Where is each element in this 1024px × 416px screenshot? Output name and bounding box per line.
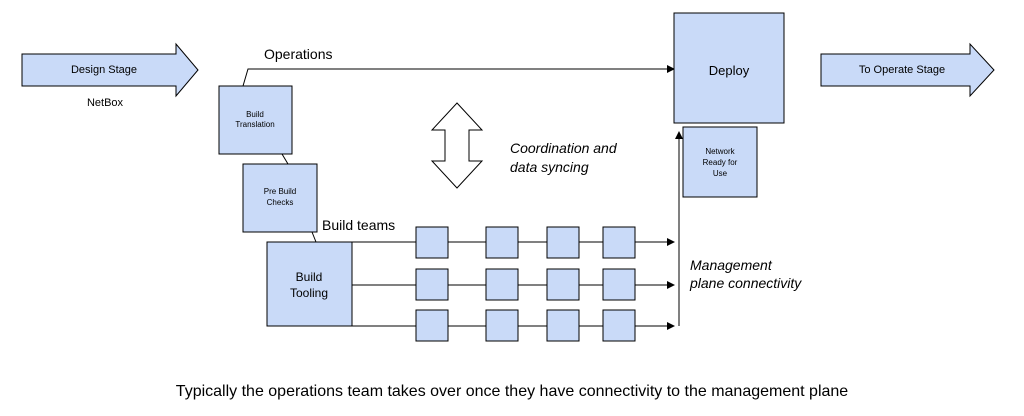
netbox-label: NetBox — [87, 97, 124, 109]
operations-line — [242, 65, 675, 87]
pipeline-row — [352, 226, 675, 259]
pipeline-box — [546, 268, 580, 301]
build-translation-box: Build Translation — [218, 85, 293, 155]
design-stage-label: Design Stage — [71, 64, 137, 76]
operations-label: Operations — [264, 46, 332, 62]
pipeline-row — [352, 309, 675, 342]
pipeline-box — [485, 309, 519, 342]
management-label: plane connectivity — [689, 275, 802, 291]
svg-text:Build: Build — [296, 270, 323, 284]
svg-text:Deploy: Deploy — [709, 63, 750, 78]
coordination-label: Coordination and — [510, 140, 618, 156]
connector-line — [281, 153, 289, 165]
pipeline-box — [485, 268, 519, 301]
connector-line — [311, 231, 317, 243]
to-operate-stage-label: To Operate Stage — [859, 64, 945, 76]
build-tooling-box: Build Tooling — [266, 241, 353, 327]
network-ready-box: Network Ready for Use — [682, 126, 758, 198]
pipeline-box — [602, 268, 636, 301]
caption: Typically the operations team takes over… — [176, 383, 848, 400]
svg-text:Tooling: Tooling — [290, 286, 328, 300]
pipeline-box — [415, 226, 449, 259]
svg-text:Build: Build — [246, 110, 264, 119]
pipeline-box — [415, 268, 449, 301]
design-stage-arrow: Design Stage — [21, 42, 199, 98]
svg-text:Use: Use — [713, 169, 728, 178]
pipeline-box — [546, 309, 580, 342]
svg-text:Network: Network — [705, 147, 735, 156]
pipeline-row — [352, 268, 675, 301]
svg-text:Translation: Translation — [235, 120, 274, 129]
management-label: Management — [690, 257, 773, 273]
pipeline-box — [546, 226, 580, 259]
coordination-label: data syncing — [510, 159, 589, 175]
pre-build-checks-box: Pre Build Checks — [242, 163, 318, 233]
svg-text:Pre Build: Pre Build — [264, 187, 296, 196]
pipeline-box — [602, 226, 636, 259]
pipeline-box — [602, 309, 636, 342]
coordination-double-arrow — [430, 102, 484, 189]
to-operate-stage-arrow: To Operate Stage — [820, 42, 995, 98]
pipeline-box — [415, 309, 449, 342]
svg-text:Ready for: Ready for — [703, 158, 738, 167]
build-teams-label: Build teams — [322, 217, 395, 233]
pipeline-box — [485, 226, 519, 259]
svg-text:Checks: Checks — [267, 198, 294, 207]
deploy-box: Deploy — [673, 12, 785, 124]
